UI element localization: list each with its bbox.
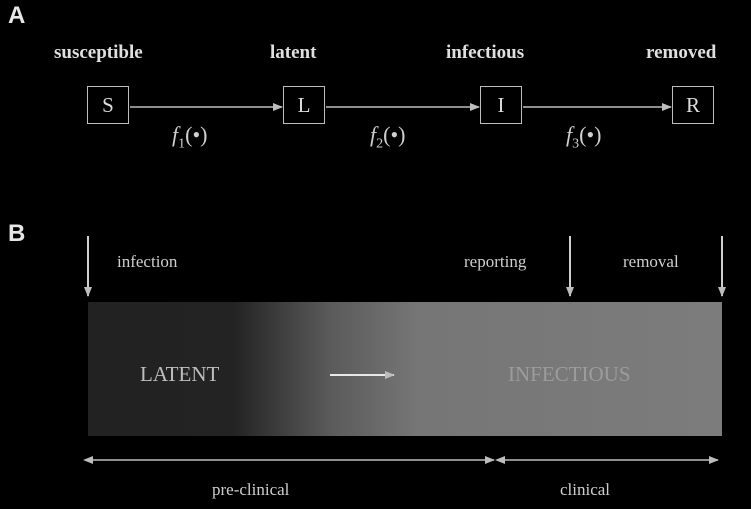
transition-function-3: f3(•) [566, 122, 602, 152]
phase-label-clinical: clinical [560, 480, 611, 499]
state-box-i: I [480, 86, 522, 124]
transition-function-2: f2(•) [370, 122, 406, 152]
bar-label-infectious: INFECTIOUS [508, 362, 631, 386]
state-box-s: S [87, 86, 129, 124]
event-label-reporting: reporting [464, 252, 527, 271]
bar-label-latent: LATENT [140, 362, 220, 386]
state-label-latent: latent [270, 42, 317, 63]
disease-progression-bar [88, 302, 722, 436]
panel-b-letter: B [8, 220, 26, 247]
state-box-l: L [283, 86, 325, 124]
state-label-infectious: infectious [446, 42, 525, 63]
state-label-removed: removed [646, 42, 717, 63]
state-label-susceptible: susceptible [54, 42, 143, 63]
phase-label-preclinical: pre-clinical [212, 480, 290, 499]
event-label-removal: removal [623, 252, 679, 271]
panel-a-letter: A [8, 2, 26, 29]
transition-function-1: f1(•) [172, 122, 208, 152]
event-label-infection: infection [117, 252, 178, 271]
state-box-r: R [672, 86, 714, 124]
